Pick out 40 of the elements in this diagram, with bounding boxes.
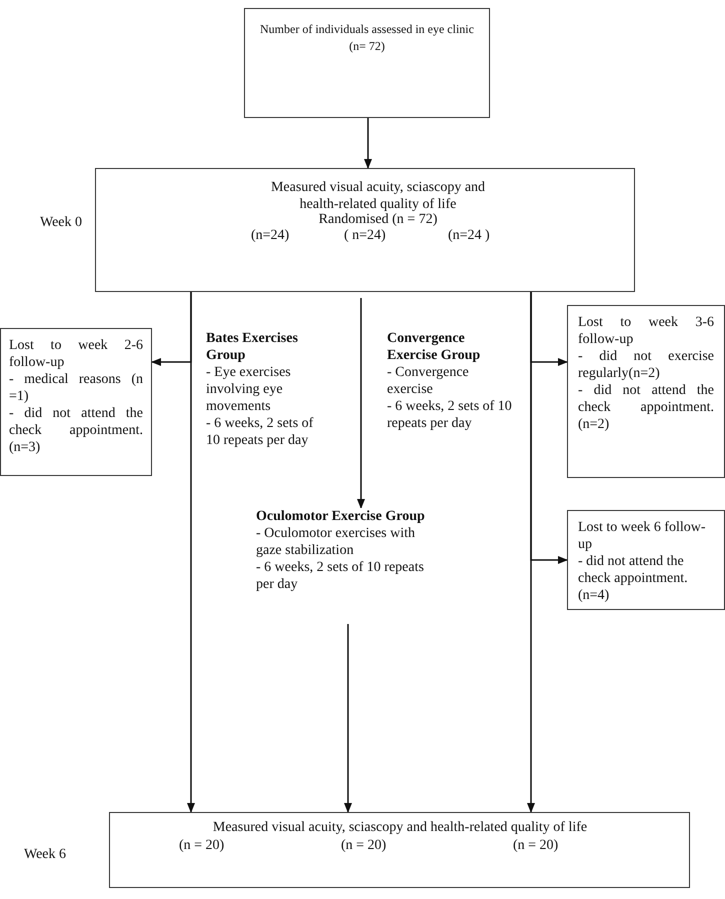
list-item: - did not attend the check appointment. (n=3) [9, 405, 143, 456]
dropout-box [0, 328, 152, 476]
list-item: - Eye exercises involving eye movements [206, 364, 292, 415]
box-text: Randomised (n = 72) [318, 211, 438, 228]
count-text: (n=24) [251, 227, 290, 244]
arrow [344, 624, 352, 813]
arrow [357, 298, 365, 509]
count-text: (n = 20) [513, 837, 558, 854]
list-item: - did not exercise regularly(n=2) [578, 348, 714, 382]
process-box [109, 812, 690, 888]
group-heading: Bates Exercises Group [206, 330, 299, 364]
process-box [244, 8, 490, 118]
arrow [364, 118, 372, 169]
count-text: (n = 20) [341, 837, 386, 854]
group-heading: Oculomotor Exercise Group [256, 508, 426, 525]
box-text: Measured visual acuity, sciascopy and health-related quality of life [212, 819, 588, 836]
count-text: ( n=24) [344, 227, 386, 244]
box-heading: Lost to week 6 follow-up [578, 519, 707, 553]
process-box [95, 168, 635, 292]
time-label: Week 0 [40, 214, 84, 231]
dropout-box [567, 510, 725, 610]
box-heading: Lost to week 2-6 follow-up [9, 337, 143, 371]
list-item: - medical reasons (n =1) [9, 371, 143, 405]
list-item: - 6 weeks, 2 sets of 10 repeats per day [256, 559, 425, 593]
box-text: Number of individuals assessed in eye clinic (n= 72) [259, 21, 475, 55]
time-label: Week 6 [24, 846, 68, 863]
count-text: (n = 20) [179, 837, 224, 854]
list-item: - 6 weeks, 2 sets of 10 repeats per day [387, 398, 512, 432]
arrow [530, 292, 568, 564]
box-heading: Lost to week 3-6 follow-up [578, 314, 714, 348]
list-item: - Convergence exercise [387, 364, 470, 398]
box-text: Measured visual acuity, sciascopy and health-related quality of life [270, 179, 486, 213]
list-item: - did not attend the check appointment. (n=2) [578, 382, 714, 433]
list-item: - did not attend the check appointment. (n=4) [578, 553, 689, 604]
arrow [151, 292, 192, 366]
group-heading: Convergence Exercise Group [387, 330, 482, 364]
dropout-box [567, 305, 725, 478]
count-text: (n=24 ) [448, 227, 490, 244]
list-item: - 6 weeks, 2 sets of 10 repeats per day [206, 415, 314, 449]
list-item: - Oculomotor exercises with gaze stabilization [256, 525, 416, 559]
